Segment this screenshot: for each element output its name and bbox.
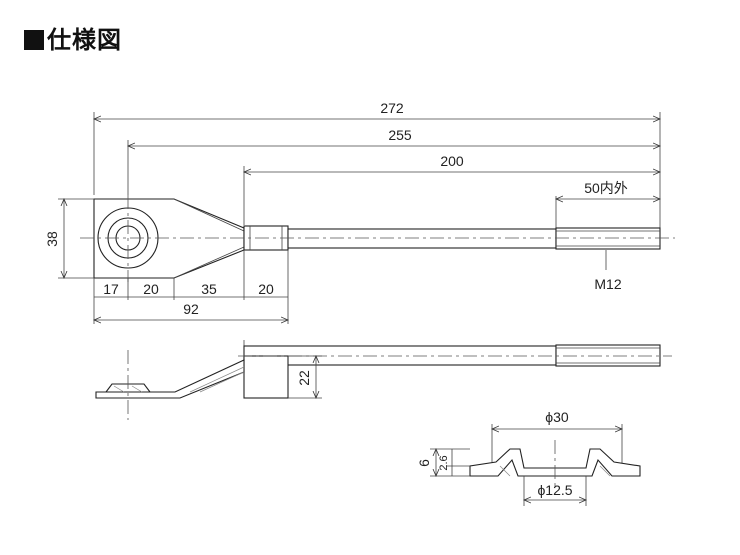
title-text: 仕様図 <box>47 26 122 54</box>
dim-22: 22 <box>296 370 312 386</box>
dim-20a: 20 <box>143 281 159 297</box>
dim-17: 17 <box>103 281 119 297</box>
washer-detail: ϕ30 6 2.6 ϕ12.5 <box>416 409 641 506</box>
dim-50: 50内外 <box>584 180 628 196</box>
side-view: 22 <box>95 340 672 420</box>
dim-92: 92 <box>183 301 199 317</box>
page-title: 仕様図 <box>24 20 122 55</box>
dim-272: 272 <box>380 100 404 116</box>
dim-6: 6 <box>416 459 432 467</box>
dim-38: 38 <box>44 231 60 247</box>
dim-phi30: ϕ30 <box>545 409 569 425</box>
dim-20b: 20 <box>258 281 274 297</box>
rod <box>287 228 557 249</box>
side-threaded-end <box>555 344 661 367</box>
side-collar <box>243 355 289 399</box>
dim-m12: M12 <box>594 276 621 292</box>
dim-35: 35 <box>201 281 217 297</box>
square-bullet-icon <box>24 30 44 50</box>
dim-255: 255 <box>388 127 412 143</box>
dim-200: 200 <box>440 153 464 169</box>
side-rod <box>243 345 557 366</box>
dim-2-6: 2.6 <box>438 455 450 470</box>
top-view: 272 255 200 50内外 M12 38 17 20 35 <box>44 100 675 324</box>
washer-profile <box>469 448 641 477</box>
threaded-end <box>555 227 661 250</box>
dim-phi12-5: ϕ12.5 <box>537 482 572 498</box>
